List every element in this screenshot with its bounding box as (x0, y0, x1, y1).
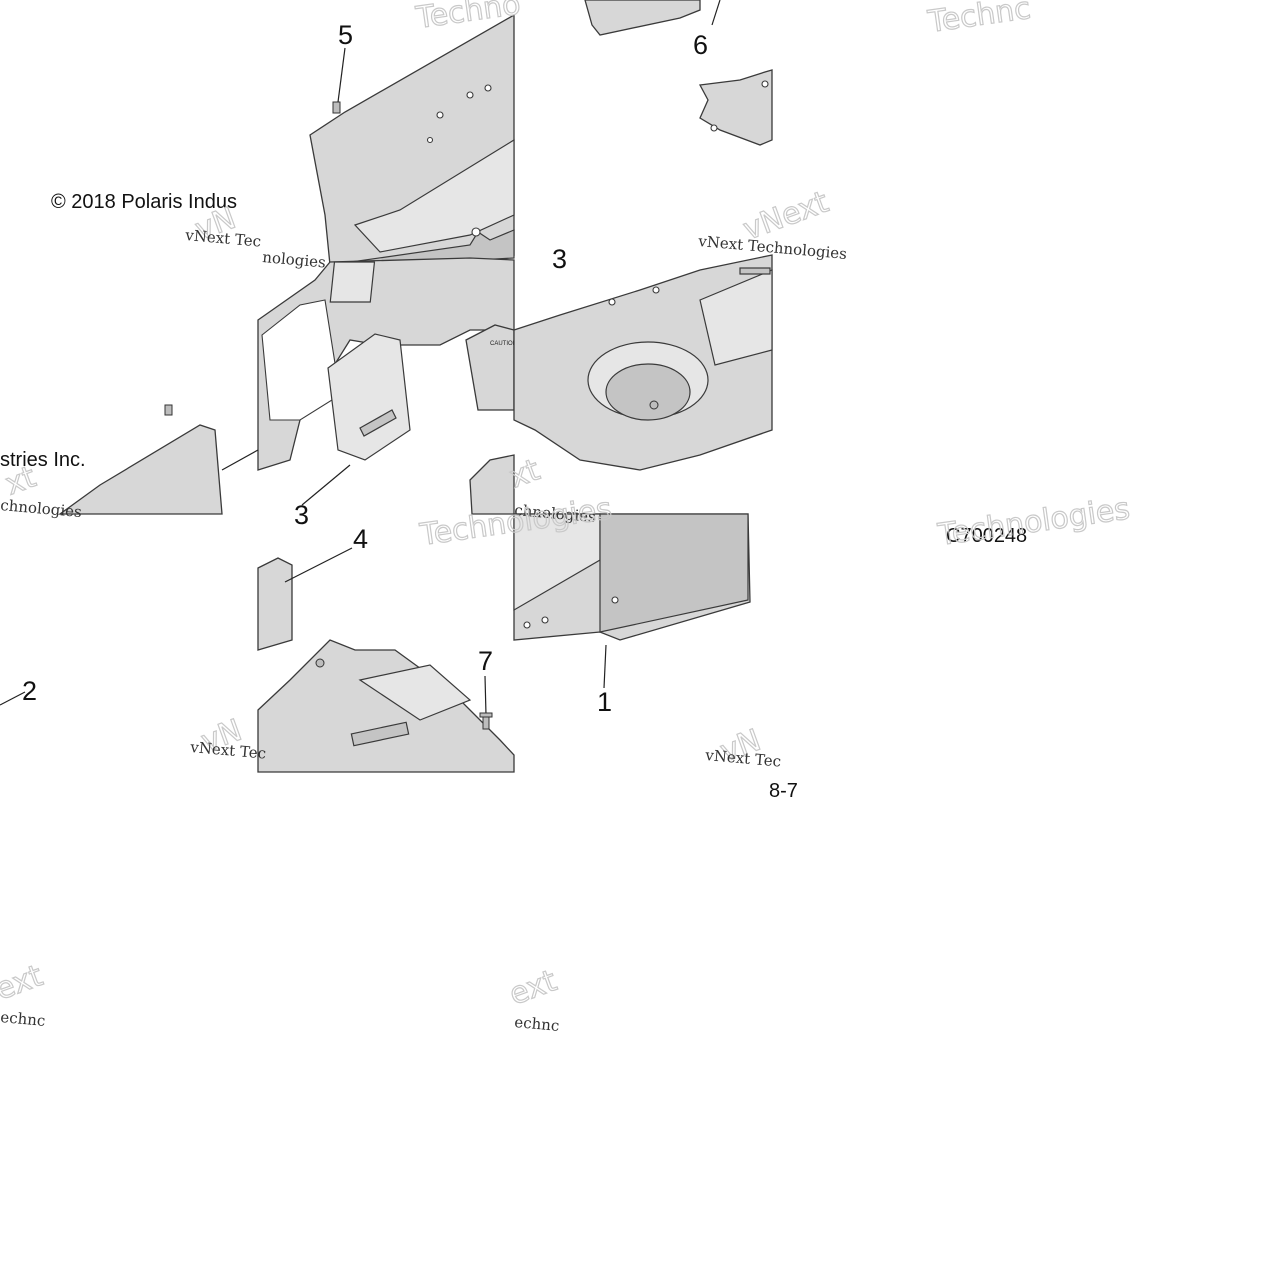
watermark-ext-left: ext (0, 958, 48, 1007)
callout-3-upper: 3 (552, 244, 567, 274)
console-part-4 (257, 557, 515, 773)
watermark-echnc-left: echnc (0, 1008, 46, 1030)
copyright-text-2: stries Inc. (0, 449, 86, 471)
leader-lines (0, 0, 721, 716)
watermark-fragment-nologies-1: nologies (262, 248, 327, 271)
watermark-chnologies-left: chnologies (0, 496, 82, 521)
callout-3-lower: 3 (294, 500, 309, 530)
watermark-technc-right: Technc (925, 0, 1033, 40)
diagram-id: C700248 (946, 525, 1027, 547)
callout-2: 2 (22, 676, 37, 706)
screw-part-7 (479, 712, 493, 730)
watermark-layer: Techno Technc vN vNext Tec nologies vNex… (0, 0, 1133, 1035)
watermark-ext-center: ext (505, 963, 562, 1012)
watermark-echnc-center: echnc (514, 1013, 560, 1035)
svg-text:CAUTION: CAUTION (490, 341, 517, 347)
storage-bin-part-1 (513, 513, 751, 641)
copyright-text-1: © 2018 Polaris Indus (51, 191, 237, 213)
callout-7: 7 (478, 646, 493, 676)
watermark-tagline-3: vNext Tec (189, 738, 267, 763)
watermark-technologies-right: Technologies (935, 491, 1132, 553)
watermark-tagline-4: vNext Tec (704, 746, 782, 771)
watermark-tagline-1: vNext Tec (184, 226, 262, 251)
dash-panel-part-2: CAUTION (57, 257, 517, 515)
center-tray-part-3 (513, 254, 773, 471)
callout-5: 5 (338, 20, 353, 50)
rear-panel-part-5 (309, 13, 515, 269)
trim-piece-part-6 (584, 0, 773, 146)
page-number: 8-7 (769, 780, 798, 802)
callout-6: 6 (693, 30, 708, 60)
callout-4: 4 (353, 524, 368, 554)
callout-1: 1 (597, 687, 612, 717)
